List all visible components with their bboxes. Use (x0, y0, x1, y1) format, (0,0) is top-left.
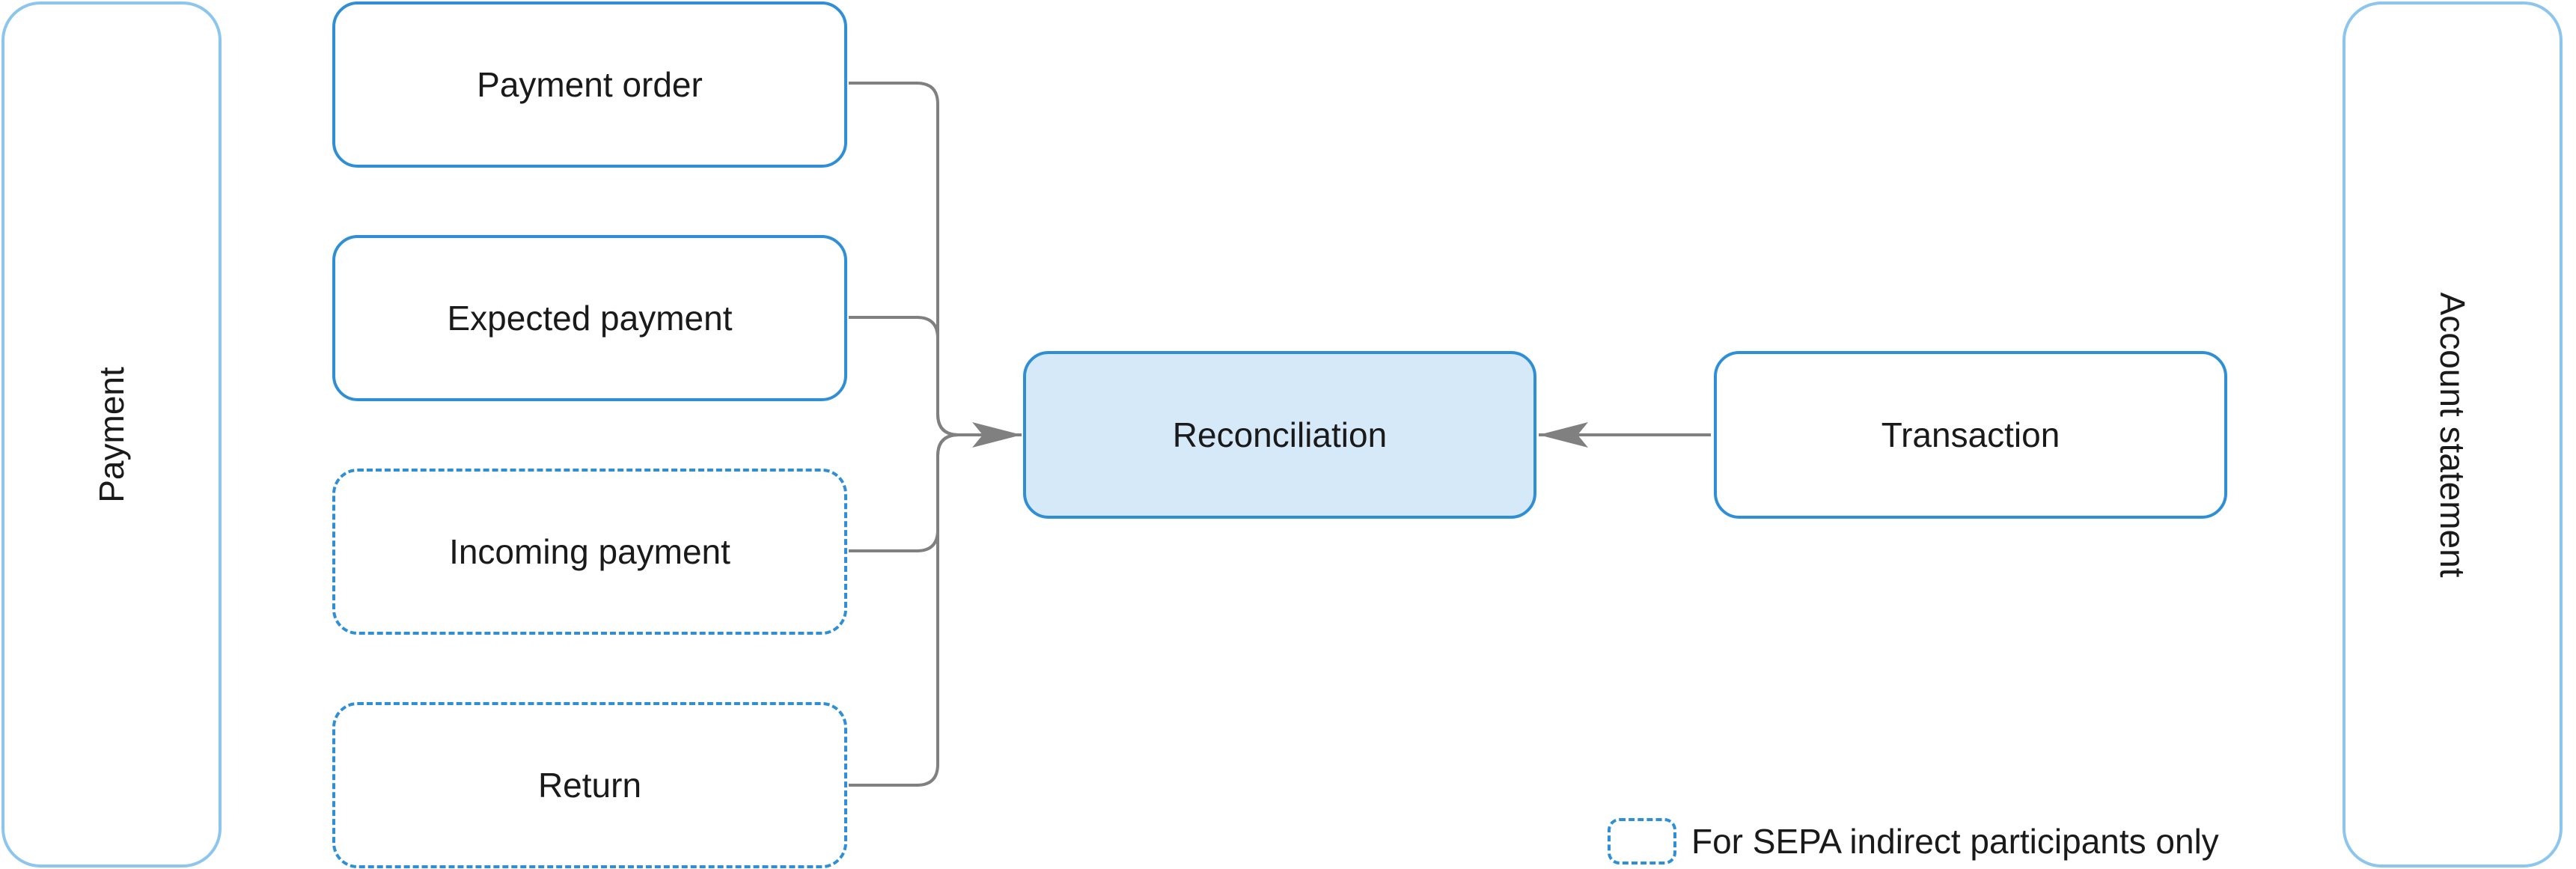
connector-incoming-payment (849, 433, 973, 552)
return-label: Return (537, 766, 642, 805)
connector-payment-order (849, 82, 973, 436)
incoming-payment-label: Incoming payment (449, 532, 730, 571)
return-box: Return (332, 702, 847, 868)
incoming-payment-box: Incoming payment (332, 469, 847, 635)
payment-panel: Payment (1, 1, 222, 868)
reconciliation-box: Reconciliation (1023, 351, 1536, 519)
transaction-box: Transaction (1714, 351, 2227, 519)
connector-return (849, 433, 973, 787)
expected-payment-box: Expected payment (332, 235, 847, 401)
account-statement-panel: Account statement (2342, 1, 2563, 868)
reconciliation-label: Reconciliation (1172, 415, 1388, 454)
expected-payment-label: Expected payment (447, 299, 733, 338)
legend: For SEPA indirect participants only (1608, 818, 2219, 865)
legend-dashed-swatch (1608, 818, 1676, 865)
payment-order-box: Payment order (332, 1, 847, 168)
transaction-label: Transaction (1881, 415, 2060, 454)
payment-order-label: Payment order (477, 65, 703, 104)
connector-expected-payment (849, 316, 973, 436)
legend-label: For SEPA indirect participants only (1691, 822, 2219, 861)
